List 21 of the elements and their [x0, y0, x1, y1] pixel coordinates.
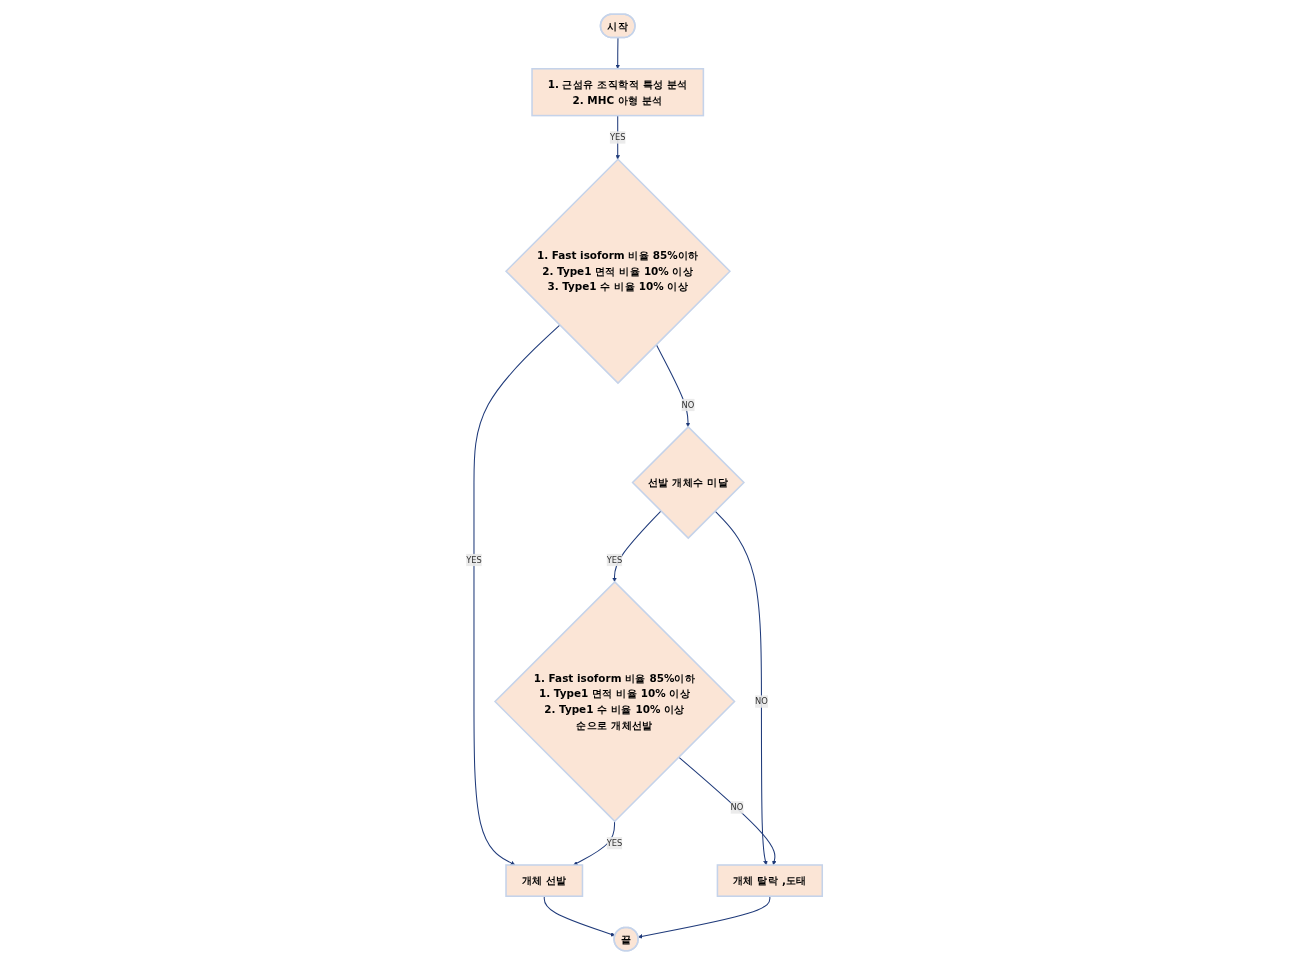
arrow [612, 510, 662, 583]
edge-label: YES [606, 837, 623, 848]
edge-label: NO [681, 399, 695, 410]
arrow [656, 344, 691, 428]
arrow [573, 820, 616, 866]
node-diamond: 1. Fast isoform 비율 85%이하 2. Type1 면적 비율 10% 이상 3. Type1 수 비율 10% 이상 [505, 158, 732, 385]
edge-label: YES [610, 132, 626, 143]
node-box: 1. 근섬유 조직학적 특성 분석 2. MHC 아형 분석 [531, 68, 705, 117]
edge-label: NO [730, 802, 744, 813]
arrow [615, 37, 621, 69]
node-diamond: 선발 개체수 미달 [631, 425, 746, 540]
arrow [678, 756, 777, 866]
edge-label: YES [606, 554, 623, 565]
edge-label: NO [755, 696, 769, 707]
node-box: 개체 선발 [505, 864, 584, 897]
edge-label: YES [466, 554, 483, 565]
arrow [473, 324, 561, 866]
arrow [714, 510, 768, 866]
arrow [638, 895, 771, 939]
arrow [544, 895, 616, 937]
node-box: 개체 탈락 ,도태 [716, 864, 824, 897]
